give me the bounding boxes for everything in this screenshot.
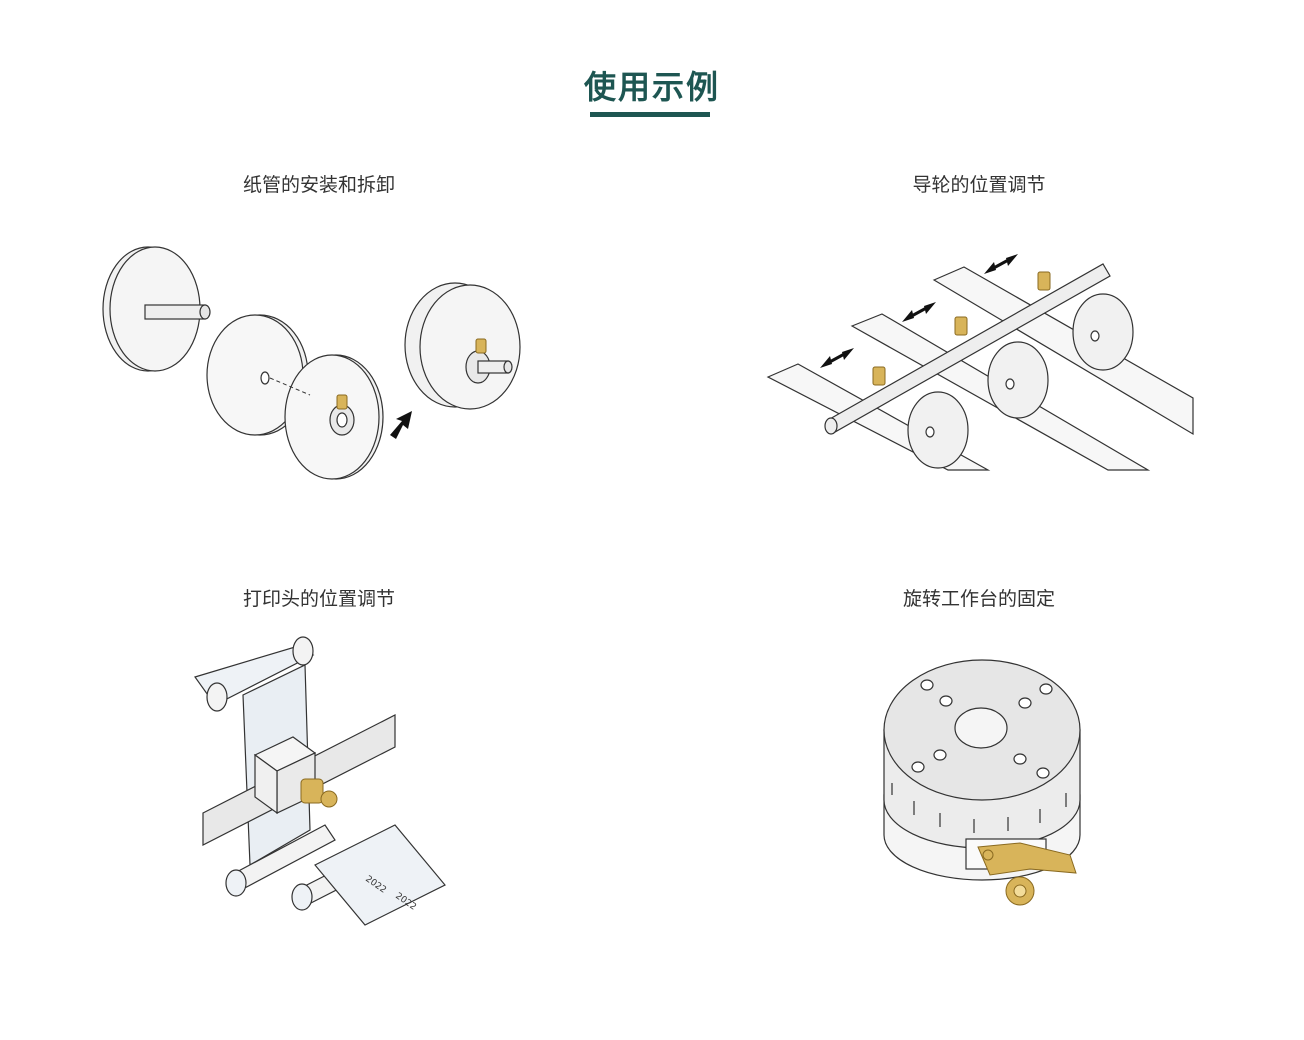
title-underline xyxy=(590,112,710,117)
caption-paper-tube: 纸管的安装和拆卸 xyxy=(242,174,395,196)
double-arrow-icon xyxy=(820,254,1018,368)
clamp-lever-icon xyxy=(977,842,1077,906)
arrow-icon xyxy=(390,411,412,439)
clamp-lever-icon xyxy=(300,778,338,808)
clamp-lever-icon xyxy=(872,271,1051,386)
page-title: 使用示例 xyxy=(583,68,720,106)
caption-rotary-table: 旋转工作台的固定 xyxy=(902,588,1055,610)
caption-guide-wheel: 导轮的位置调节 xyxy=(912,174,1046,196)
figure-paper-tube xyxy=(102,246,521,480)
clamp-lever-icon xyxy=(336,338,487,410)
caption-print-head: 打印头的位置调节 xyxy=(242,588,395,610)
figure-rotary-table xyxy=(883,659,1081,906)
figure-guide-wheel xyxy=(766,254,1194,471)
figure-print-head: 2022 2022 xyxy=(194,636,446,926)
